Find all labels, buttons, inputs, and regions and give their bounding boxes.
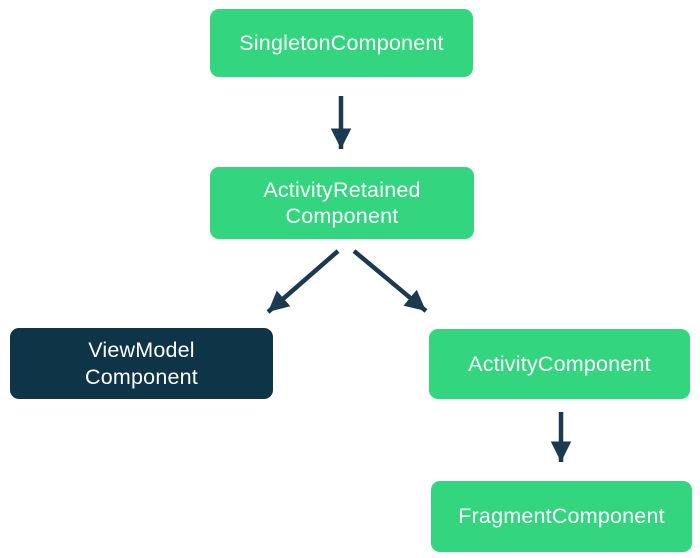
node-singleton-component: SingletonComponent bbox=[210, 9, 473, 77]
arrow-activityretained-to-activity bbox=[352, 249, 428, 313]
node-fragment-component: FragmentComponent bbox=[431, 481, 692, 552]
arrow-activityretained-to-viewmodel bbox=[266, 249, 340, 314]
node-viewmodel-component: ViewModel Component bbox=[10, 328, 273, 399]
node-activity-component: ActivityComponent bbox=[429, 329, 690, 399]
node-activity-retained-component: ActivityRetained Component bbox=[210, 167, 474, 239]
